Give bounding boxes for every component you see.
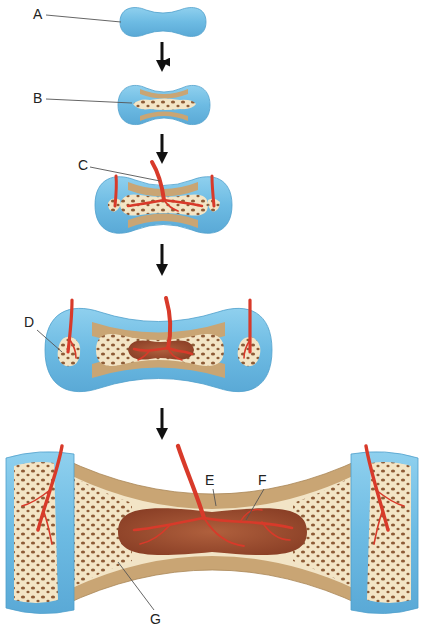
bone-collar	[140, 112, 188, 122]
blood-vessel	[134, 518, 204, 530]
bone-collar	[140, 89, 188, 99]
blood-vessel	[244, 340, 250, 358]
blood-vessel	[164, 200, 178, 211]
part-letter: A	[33, 6, 42, 22]
blood-vessel	[22, 490, 50, 506]
cartilage-model	[45, 308, 272, 391]
blood-vessels	[22, 446, 404, 546]
leader-lines	[37, 15, 264, 610]
articular-cartilage	[6, 452, 74, 614]
blood-vessel	[44, 512, 52, 544]
stage-arrow	[161, 408, 164, 430]
medullary-cavity	[118, 508, 307, 555]
part-letter: E	[205, 472, 214, 488]
blood-vessel	[115, 176, 116, 206]
bone-interior	[72, 476, 353, 588]
medullary-cavity	[128, 340, 194, 359]
stage-arrow	[161, 134, 164, 154]
blood-vessel	[204, 518, 292, 528]
leader-line	[37, 330, 62, 352]
blood-vessel	[204, 518, 244, 546]
blood-vessel	[164, 200, 202, 206]
arrowhead	[156, 264, 168, 276]
blood-vessel	[178, 446, 204, 518]
part-letter: G	[150, 611, 161, 627]
leader-line	[46, 99, 132, 103]
blood-vessel	[128, 200, 164, 206]
blood-vessel	[68, 300, 72, 352]
leader-line	[246, 489, 264, 520]
arrowhead	[156, 152, 168, 164]
cartilage-model	[120, 8, 206, 37]
blood-vessels	[68, 298, 250, 360]
blood-vessel	[138, 350, 150, 360]
bone-collar	[128, 214, 198, 229]
part-letter: C	[78, 157, 88, 173]
blood-vessel	[166, 298, 170, 348]
blood-vessel	[366, 446, 388, 530]
compact-bone	[62, 458, 363, 606]
blood-vessel	[376, 490, 404, 506]
blood-vessel	[70, 340, 76, 358]
primary-center	[133, 99, 196, 111]
part-letter: F	[258, 472, 267, 488]
leader-line	[213, 489, 216, 506]
part-letter: D	[24, 314, 34, 330]
blood-vessel	[262, 522, 290, 540]
cartilage-model	[118, 85, 210, 124]
leader-line	[118, 562, 154, 610]
blood-vessel	[38, 446, 62, 530]
blood-vessels	[115, 162, 214, 211]
blood-vessel	[134, 348, 168, 351]
arrowhead	[156, 428, 168, 440]
stage-arrow	[161, 42, 164, 62]
part-letter: B	[33, 90, 42, 106]
blood-vessel	[248, 300, 251, 352]
articular-cartilage	[351, 452, 418, 614]
cartilage-model	[95, 177, 232, 234]
leader-line	[46, 15, 121, 22]
leader-line	[90, 167, 160, 181]
arrowhead	[156, 60, 168, 72]
blood-vessel	[374, 512, 382, 544]
blood-vessel	[212, 176, 214, 206]
blood-vessel	[140, 525, 170, 544]
spongy-bone	[96, 334, 224, 366]
stage-arrow	[161, 244, 164, 266]
blood-vessel	[168, 348, 182, 360]
